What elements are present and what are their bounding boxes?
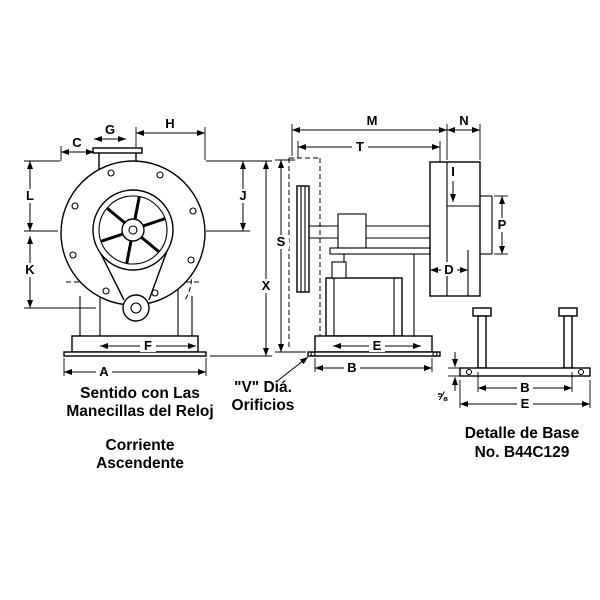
base-detail-structure xyxy=(459,307,591,377)
front-view-captions: Sentido con Las Manecillas del Reloj Cor… xyxy=(66,385,213,472)
caption-updraft-line1: Corriente xyxy=(106,437,175,454)
dim-label-f: F xyxy=(144,338,152,353)
side-belt-guard-dashed xyxy=(288,157,321,350)
dim-label-d: D xyxy=(444,262,453,277)
dim-label-t: T xyxy=(356,139,364,154)
front-motor-pulley xyxy=(122,294,150,322)
dim-label-l: L xyxy=(26,188,34,203)
caption-updraft-line2: Ascendente xyxy=(96,455,184,472)
holes-note-line2: Orificios xyxy=(232,397,295,414)
side-view-dimensions: M N T S I P D E xyxy=(232,113,510,414)
side-view-drawing xyxy=(288,157,493,357)
base-caption-line2: No. B44C129 xyxy=(475,444,570,461)
dim-label-n: N xyxy=(459,113,468,128)
front-view-drawing xyxy=(60,147,207,357)
dim-label-x: X xyxy=(262,278,271,293)
side-blower-housing xyxy=(429,161,493,297)
dim-label-e-side: E xyxy=(373,338,382,353)
dim-label-thickness: ⅝ xyxy=(437,389,448,403)
base-detail-drawing: B E ⅝ Detalle de Base No. B44C129 xyxy=(437,307,591,461)
dim-label-h: H xyxy=(165,116,174,131)
front-drive-pulley xyxy=(92,189,174,271)
caption-clockwise-line1: Sentido con Las xyxy=(80,385,200,402)
dim-label-i: I xyxy=(451,164,455,179)
dim-label-a: A xyxy=(99,364,109,379)
base-bolt-hole-right xyxy=(577,368,585,376)
base-bolt-hole-left xyxy=(465,368,473,376)
dim-label-c: C xyxy=(72,135,82,150)
base-detail-dimensions: B E ⅝ xyxy=(437,352,591,411)
dim-label-e-base: E xyxy=(521,396,530,411)
side-shaft-bearing xyxy=(309,213,431,336)
base-detail-caption: Detalle de Base No. B44C129 xyxy=(465,425,580,461)
dim-label-s: S xyxy=(277,234,286,249)
dim-label-p: P xyxy=(498,217,507,232)
dim-label-b-side: B xyxy=(347,360,356,375)
side-motor xyxy=(325,261,403,337)
holes-note-line1: "V" Diá. xyxy=(234,379,292,396)
front-view-dimensions: C G H L K J X F xyxy=(22,116,274,379)
side-pulley xyxy=(296,185,310,293)
dim-label-g: G xyxy=(105,122,115,137)
dim-label-k: K xyxy=(25,262,35,277)
caption-clockwise-line2: Manecillas del Reloj xyxy=(66,403,213,420)
base-caption-line1: Detalle de Base xyxy=(465,425,580,442)
dim-label-b-base: B xyxy=(520,380,529,395)
dim-label-m: M xyxy=(367,113,378,128)
dim-label-j: J xyxy=(239,188,246,203)
